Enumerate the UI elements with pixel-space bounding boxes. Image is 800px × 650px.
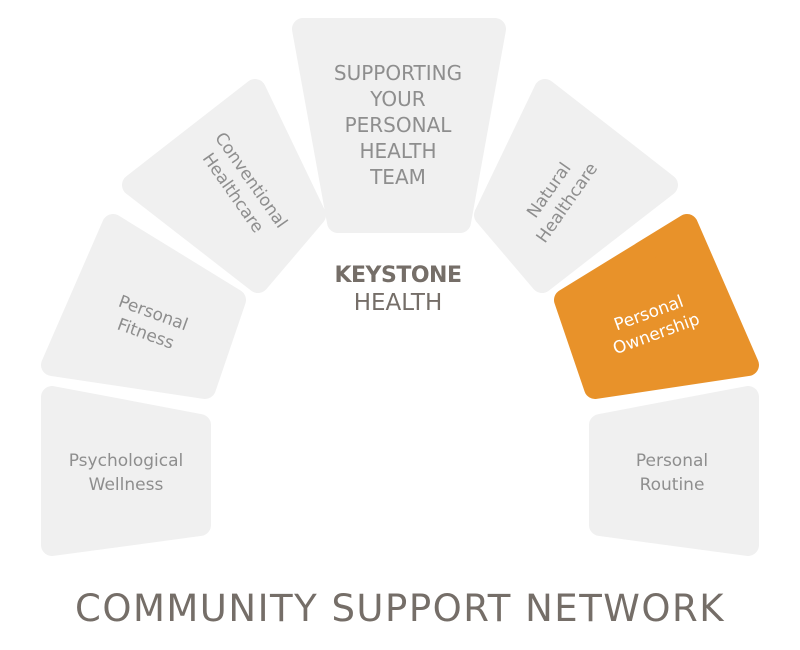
- tile-label: HEALTH: [359, 139, 436, 163]
- tile-personal-ownership[interactable]: Personal Ownership: [554, 214, 759, 399]
- tile-label: Routine: [640, 475, 705, 495]
- tile-label: SUPPORTING: [334, 61, 462, 85]
- tile-personal-routine[interactable]: Personal Routine: [589, 386, 759, 556]
- tile-label: PERSONAL: [345, 113, 453, 137]
- tile-label: TEAM: [369, 165, 426, 189]
- tile-label: Wellness: [89, 475, 164, 495]
- tile-personal-fitness[interactable]: Personal Fitness: [41, 214, 246, 399]
- tile-supporting-team[interactable]: SUPPORTING YOUR PERSONAL HEALTH TEAM: [292, 18, 506, 233]
- brand-subtitle: HEALTH: [354, 290, 443, 316]
- tile-psychological-wellness[interactable]: Psychological Wellness: [41, 386, 211, 556]
- tile-label: Psychological: [69, 451, 184, 471]
- brand-logo: KEYSTONE HEALTH: [334, 263, 462, 316]
- tile-label: YOUR: [369, 87, 426, 111]
- brand-name: KEYSTONE: [334, 263, 461, 288]
- tile-label: Personal: [636, 451, 708, 471]
- tile-conventional-healthcare[interactable]: Conventional Healthcare: [122, 79, 326, 293]
- tile-natural-healthcare[interactable]: Natural Healthcare: [474, 79, 678, 293]
- footer-title: COMMUNITY SUPPORT NETWORK: [75, 587, 725, 630]
